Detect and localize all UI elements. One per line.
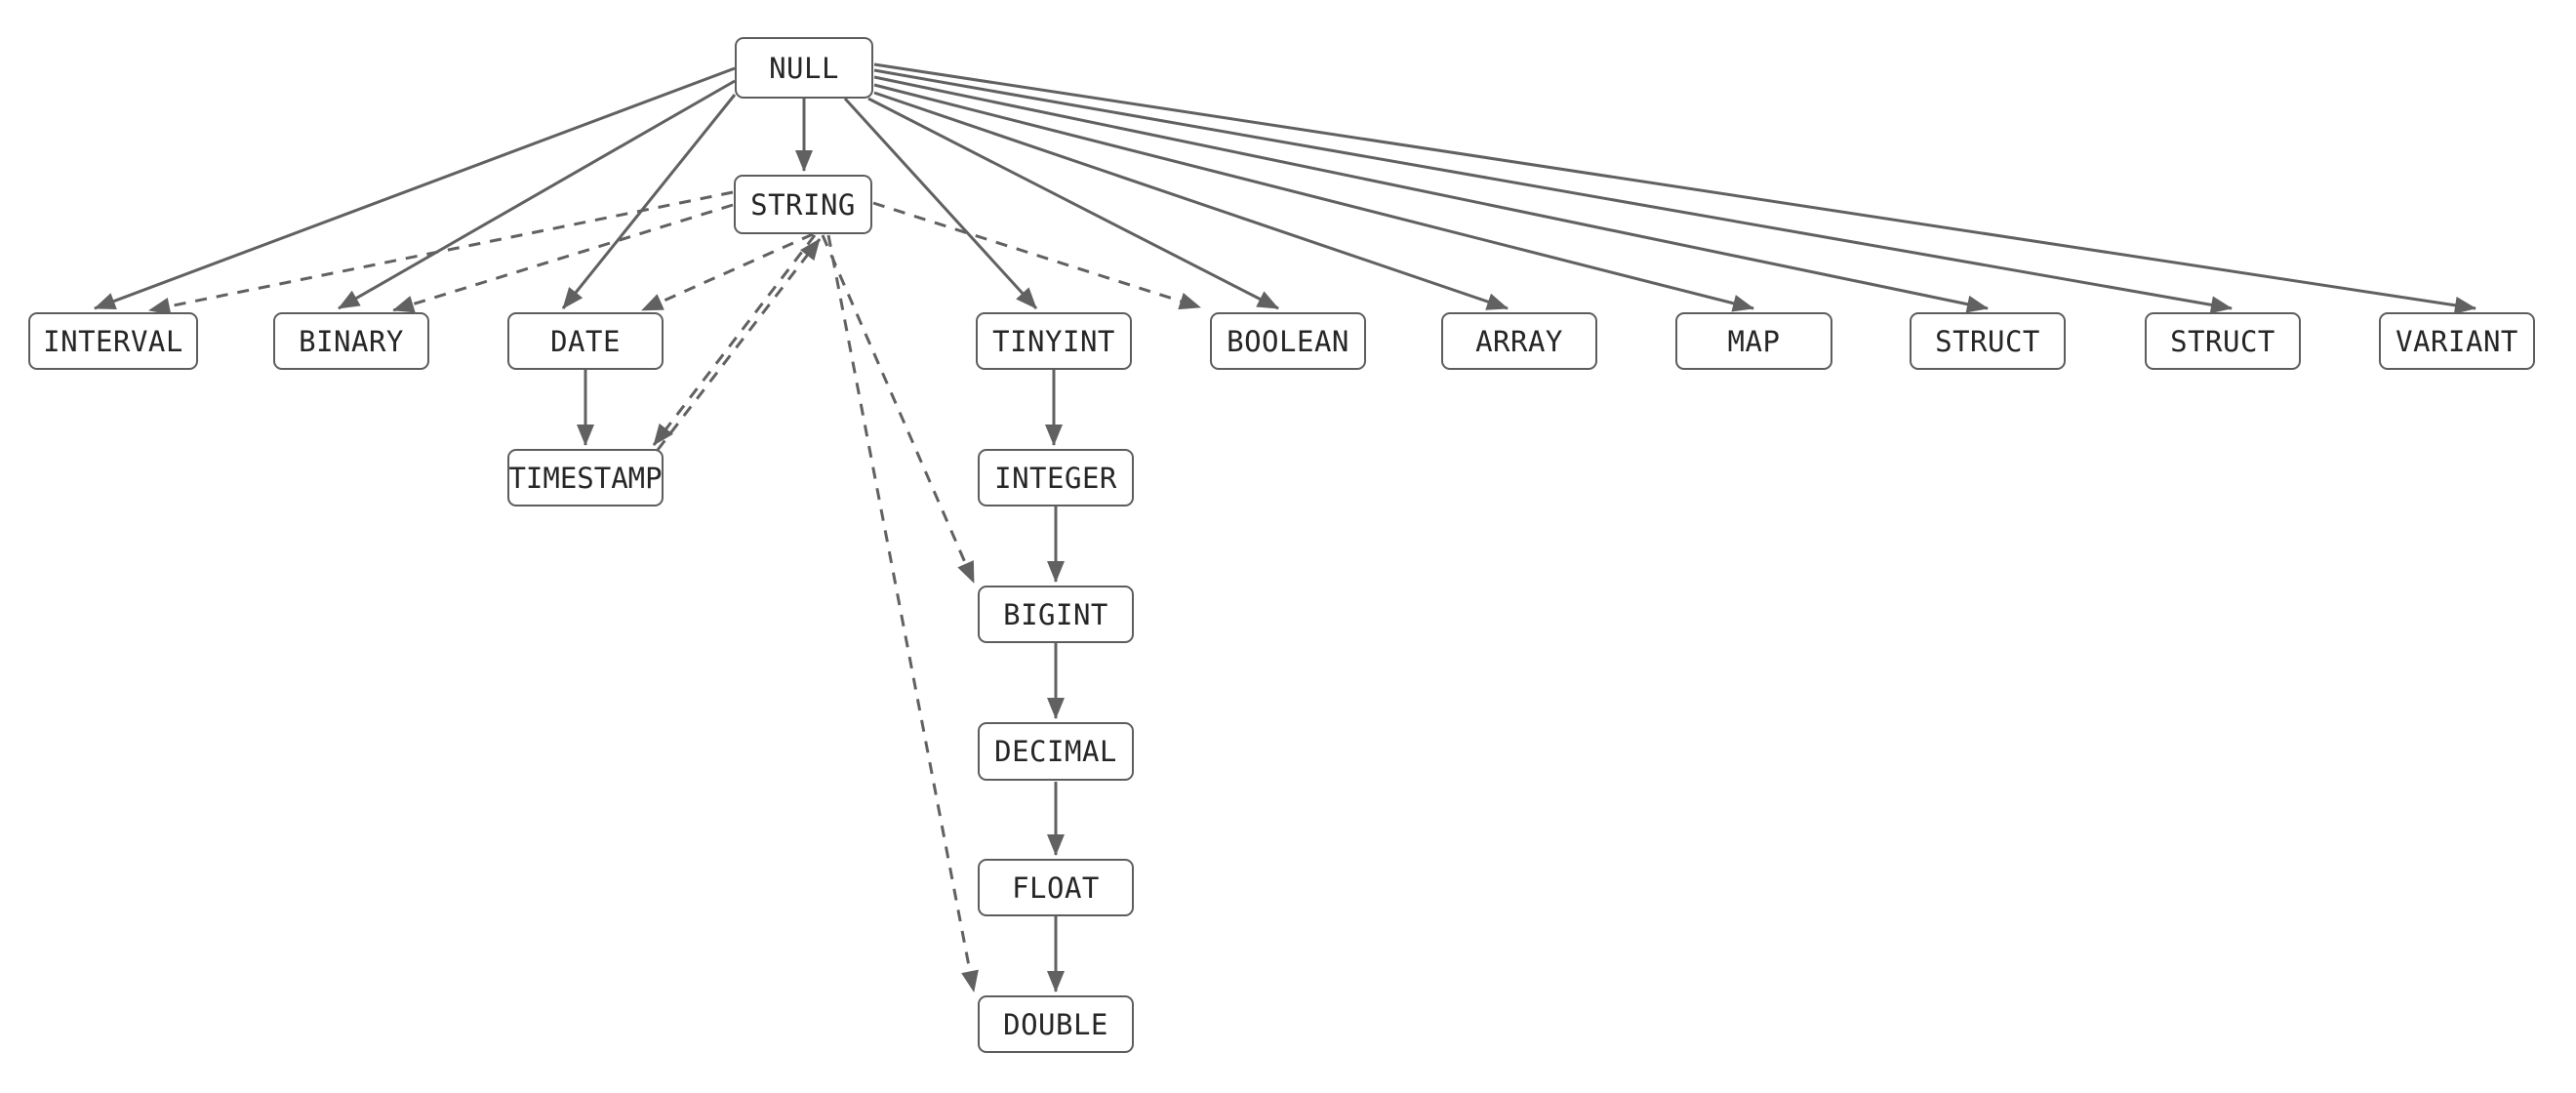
node-bigint: BIGINT bbox=[978, 586, 1134, 643]
node-float: FLOAT bbox=[978, 859, 1134, 916]
node-boolean-label: BOOLEAN bbox=[1227, 324, 1349, 358]
edge-string-timestamp bbox=[652, 234, 817, 446]
node-integer-label: INTEGER bbox=[994, 461, 1117, 495]
edge-null-map bbox=[873, 83, 1754, 312]
node-date: DATE bbox=[507, 312, 664, 370]
node-bigint-label: BIGINT bbox=[1003, 597, 1108, 631]
edge-string-date bbox=[641, 232, 814, 312]
node-struct-1: STRUCT bbox=[1910, 312, 2066, 370]
node-binary-label: BINARY bbox=[299, 324, 404, 358]
node-tinyint: TINYINT bbox=[976, 312, 1132, 370]
node-map: MAP bbox=[1675, 312, 1832, 370]
edge-null-tinyint bbox=[843, 97, 1038, 310]
node-double-label: DOUBLE bbox=[1003, 1007, 1108, 1041]
node-binary: BINARY bbox=[273, 312, 429, 370]
node-timestamp-label: TIMESTAMP bbox=[508, 461, 663, 495]
node-string: STRING bbox=[734, 175, 872, 234]
edge-null-binary bbox=[338, 79, 736, 310]
node-map-label: MAP bbox=[1727, 324, 1781, 358]
node-variant-label: VARIANT bbox=[2395, 324, 2518, 358]
node-double: DOUBLE bbox=[978, 995, 1134, 1053]
edge-string-interval bbox=[148, 190, 734, 315]
node-boolean: BOOLEAN bbox=[1210, 312, 1366, 370]
edge-null-interval bbox=[94, 66, 736, 310]
node-array: ARRAY bbox=[1441, 312, 1597, 370]
node-integer: INTEGER bbox=[978, 449, 1134, 506]
edge-null-date bbox=[561, 94, 737, 309]
node-struct-2: STRUCT bbox=[2145, 312, 2301, 370]
edge-null-struct1 bbox=[873, 75, 1989, 313]
node-struct-2-label: STRUCT bbox=[2170, 324, 2275, 358]
node-null: NULL bbox=[735, 37, 873, 99]
node-null-label: NULL bbox=[769, 51, 839, 85]
edge-null-array bbox=[873, 91, 1509, 310]
edge-string-double bbox=[826, 234, 979, 992]
node-tinyint-label: TINYINT bbox=[992, 324, 1115, 358]
edge-string-bigint bbox=[821, 234, 976, 584]
node-interval: INTERVAL bbox=[28, 312, 198, 370]
node-variant: VARIANT bbox=[2379, 312, 2535, 370]
node-struct-1-label: STRUCT bbox=[1935, 324, 2040, 358]
node-timestamp: TIMESTAMP bbox=[507, 449, 664, 506]
node-array-label: ARRAY bbox=[1475, 324, 1563, 358]
edge-string-boolean bbox=[872, 201, 1201, 310]
node-float-label: FLOAT bbox=[1012, 870, 1100, 905]
node-string-label: STRING bbox=[750, 187, 856, 222]
edge-null-boolean bbox=[867, 97, 1279, 310]
edge-null-variant bbox=[873, 62, 2476, 314]
node-date-label: DATE bbox=[550, 324, 621, 358]
edge-string-binary bbox=[392, 203, 734, 313]
node-decimal: DECIMAL bbox=[978, 722, 1134, 781]
node-interval-label: INTERVAL bbox=[43, 324, 183, 358]
node-decimal-label: DECIMAL bbox=[994, 735, 1117, 768]
edge-null-struct2 bbox=[873, 68, 2233, 314]
edge-timestamp-string bbox=[656, 238, 822, 451]
